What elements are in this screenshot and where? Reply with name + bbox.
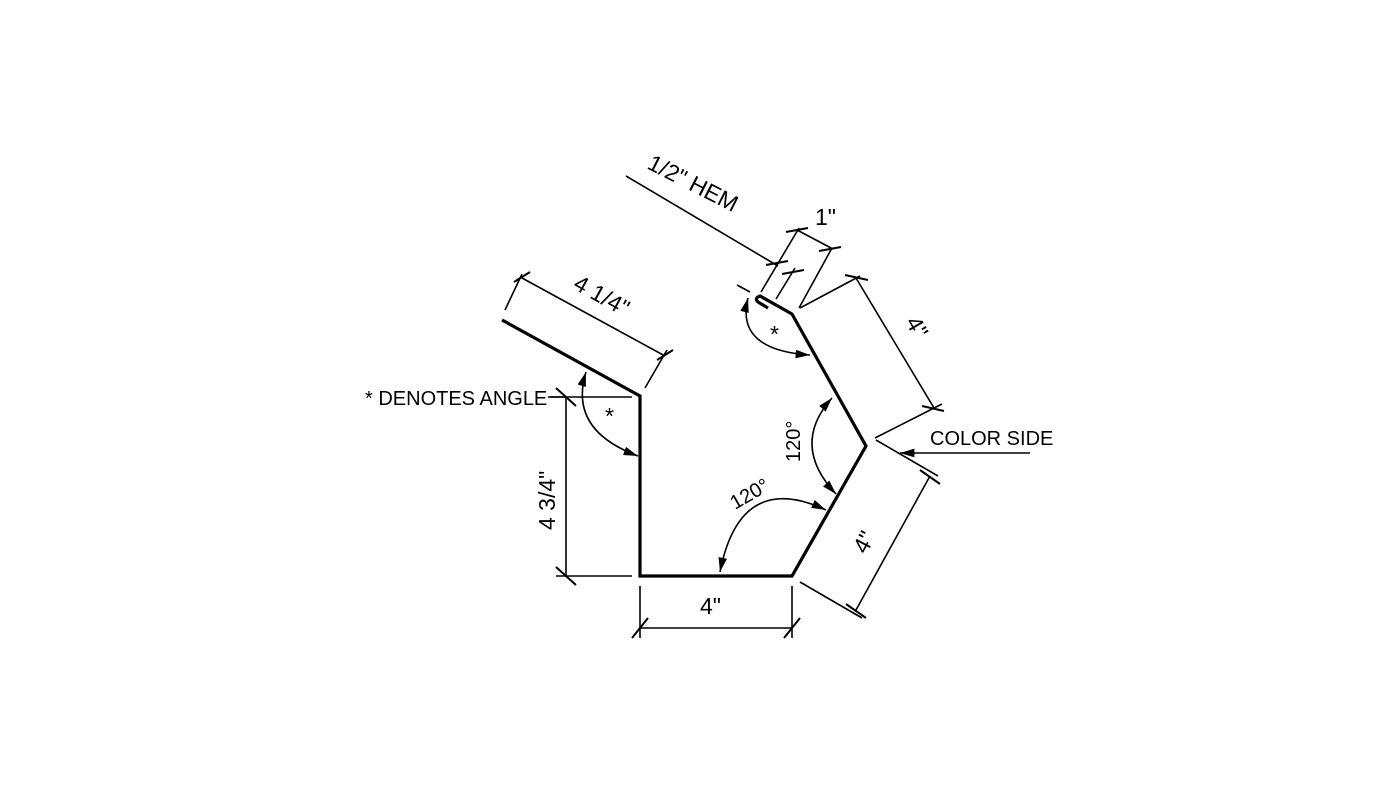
color-side-label: COLOR SIDE [930, 428, 1053, 450]
angle-label-bottom-right: 120° [727, 475, 774, 515]
dim-label-top-left: 4 1/4" [570, 270, 634, 322]
hem-label: 1/2" HEM [644, 149, 743, 216]
dim-left-wall: 4 3/4" [534, 387, 632, 586]
angle-marker-left: * [605, 403, 614, 429]
dim-lower-right: 4" [799, 439, 941, 619]
hem-leader-line [625, 175, 779, 267]
angle-arc-bottom-right [718, 497, 827, 573]
dim-label-hem-leg: 1" [815, 204, 836, 230]
dim-upper-right: 4" [799, 274, 945, 439]
dim-label-upper-right: 4" [901, 312, 934, 343]
legend-denotes-angle: * DENOTES ANGLE [365, 388, 547, 410]
dim-label-lower-right: 4" [847, 527, 880, 558]
angle-arc-right-apex [811, 397, 837, 495]
angle-arc-left [577, 371, 639, 457]
dim-bottom: 4" [631, 586, 801, 639]
angle-arc-hem [740, 297, 811, 359]
dim-label-bottom: 4" [700, 593, 721, 619]
dim-hem-leg: 1" [760, 204, 842, 309]
dim-top-left-flange: 4 1/4" [504, 270, 674, 389]
profile-outline [501, 294, 868, 578]
dim-label-left-wall: 4 3/4" [534, 471, 560, 530]
angle-label-right-apex: 120° [783, 421, 805, 462]
angle-marker-hem: * [770, 321, 779, 347]
